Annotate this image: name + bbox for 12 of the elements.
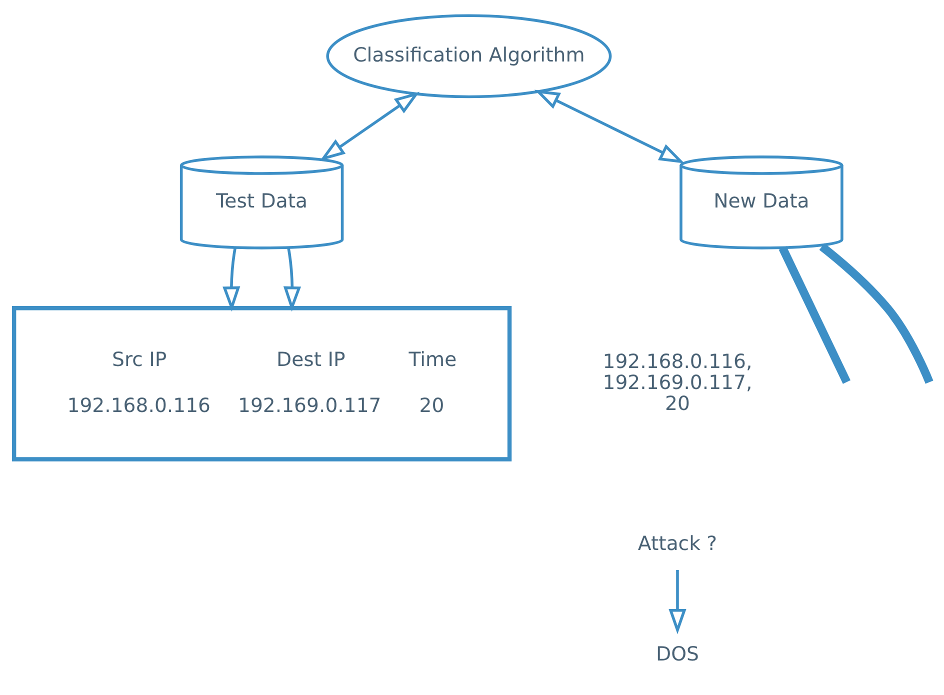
arrow — [668, 569, 686, 634]
arrow — [534, 89, 685, 163]
node-text: 192.168.0.116, 192.169.0.117, 20 — [602, 349, 752, 414]
node-text: DOS — [656, 642, 699, 665]
node-box: Src IP Dest IP Time 192.168.0.116 192.169.0.117 20 — [12, 306, 512, 461]
node-text: Attack ? — [638, 531, 718, 554]
arrow — [222, 247, 240, 312]
connector — [778, 246, 851, 384]
node-ellipse: Classification Algorithm — [326, 14, 612, 98]
arrow — [320, 91, 420, 160]
connector — [819, 242, 934, 384]
arrow — [283, 247, 302, 312]
